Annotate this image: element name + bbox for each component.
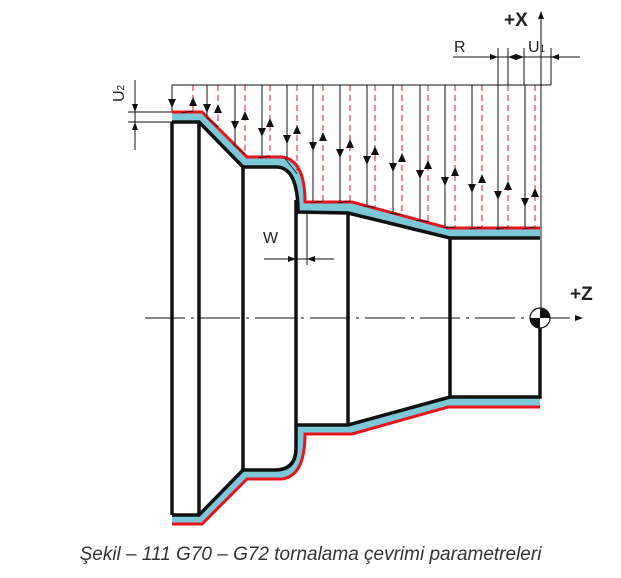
feed-down-arrow-icon: [283, 135, 291, 144]
retract-line: [232, 143, 246, 155]
finish-allowance-bottom: [172, 397, 540, 524]
finish-allowance-top: [172, 112, 540, 238]
retract-up-arrow-icon: [241, 111, 249, 120]
axis-x-label: +X: [504, 10, 528, 31]
axis-z-label: +Z: [570, 284, 593, 305]
retract-line: [257, 155, 271, 159]
retract-up-arrow-icon: [531, 188, 539, 197]
retract-line: [415, 219, 429, 222]
u2-dimension: [128, 80, 172, 150]
roughing-passes: [168, 85, 539, 230]
retract-line: [522, 226, 536, 230]
tool-path-top: [172, 110, 540, 230]
feed-down-arrow-icon: [203, 104, 211, 113]
retract-up-arrow-icon: [293, 125, 301, 134]
retract-line: [205, 116, 219, 128]
feed-down-arrow-icon: [521, 198, 529, 207]
retract-line: [284, 158, 298, 174]
retract-line: [442, 226, 456, 229]
figure-caption: Şekil – 111 G70 – G72 tornalama çevrimi …: [79, 544, 542, 565]
dim-w-label: W: [263, 230, 279, 247]
feed-down-arrow-icon: [389, 163, 397, 172]
feed-down-arrow-icon: [309, 142, 317, 151]
dim-r-label: R: [454, 39, 466, 56]
turning-cycle-diagram: +Z +X R U1 U2 W: [111, 10, 593, 526]
retract-up-arrow-icon: [478, 174, 486, 183]
retract-line: [337, 200, 351, 204]
feed-down-arrow-icon: [231, 121, 239, 130]
origin-symbol-icon: [529, 307, 551, 329]
retract-up-arrow-icon: [266, 118, 274, 127]
retract-up-arrow-icon: [189, 97, 197, 106]
w-dimension: [264, 213, 334, 265]
r-u1-dimension: [453, 48, 580, 230]
retract-up-arrow-icon: [398, 153, 406, 162]
retract-up-arrow-icon: [504, 181, 512, 190]
dim-u2-label: U2: [111, 84, 128, 102]
dim-u1-label: U1: [528, 39, 546, 56]
tool-path-bottom: [172, 405, 540, 526]
feed-down-arrow-icon: [336, 149, 344, 158]
feed-down-arrow-icon: [363, 156, 371, 165]
feed-down-arrow-icon: [258, 128, 266, 137]
retract-line: [180, 110, 194, 114]
feed-down-arrow-icon: [168, 99, 176, 108]
retract-up-arrow-icon: [371, 146, 379, 155]
retract-line: [362, 205, 376, 208]
retract-up-arrow-icon: [346, 139, 354, 148]
retract-line: [310, 200, 324, 204]
retract-up-arrow-icon: [424, 160, 432, 169]
feed-down-arrow-icon: [468, 184, 476, 193]
retract-up-arrow-icon: [214, 104, 222, 113]
feed-down-arrow-icon: [416, 170, 424, 179]
retract-line: [469, 226, 483, 230]
retract-line: [389, 212, 403, 215]
retract-up-arrow-icon: [451, 167, 459, 176]
feed-down-arrow-icon: [441, 177, 449, 186]
retract-up-arrow-icon: [319, 132, 327, 141]
